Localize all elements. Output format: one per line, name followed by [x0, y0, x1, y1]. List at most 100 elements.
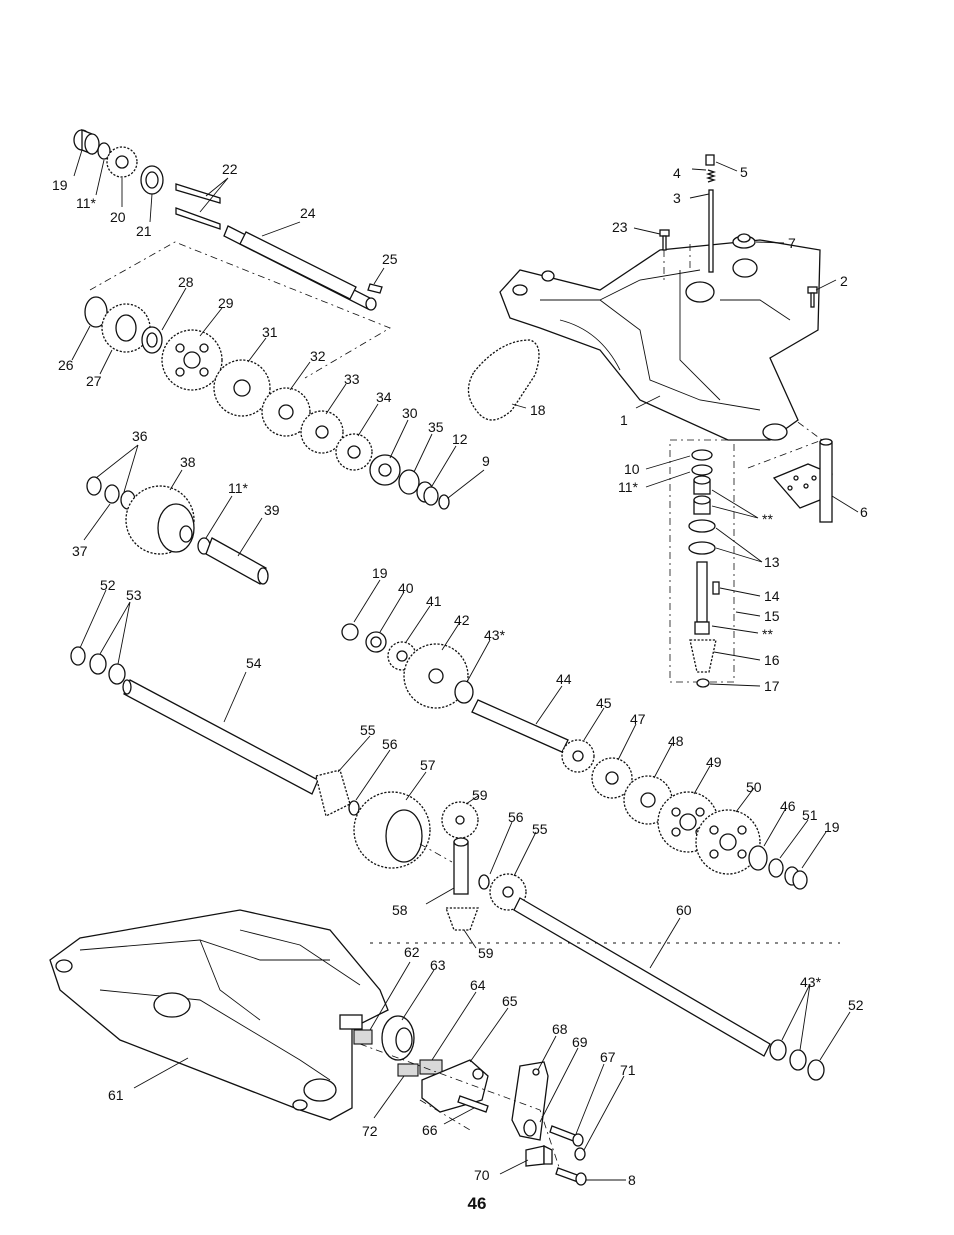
callout-33: 33	[344, 371, 360, 387]
part-38-cluster-gear	[126, 486, 194, 554]
callout-72: 72	[362, 1123, 378, 1139]
callout-37: 37	[72, 543, 88, 559]
callout-21: 21	[136, 223, 152, 239]
callout-20: 20	[110, 209, 126, 225]
part-4-spring	[708, 170, 714, 182]
callout-14: 14	[764, 588, 780, 604]
axle-54-assembly	[71, 647, 430, 868]
callout-star-b: **	[762, 626, 773, 642]
part-36-washer-a	[87, 477, 101, 495]
callout-19-mid: 19	[372, 565, 388, 581]
callout-star-a: **	[762, 511, 773, 527]
part-37-washer	[105, 485, 119, 503]
part-23-bolt	[660, 230, 669, 250]
part-9-ring	[439, 495, 449, 509]
part-53-washer-b	[109, 664, 125, 684]
callout-44: 44	[556, 671, 572, 687]
callout-47: 47	[630, 711, 646, 727]
part-19-bushing-top	[74, 130, 99, 154]
callout-56-left: 56	[382, 736, 398, 752]
callout-15: 15	[764, 608, 780, 624]
callout-54: 54	[246, 655, 262, 671]
part-58-pin	[454, 838, 468, 894]
callout-58: 58	[392, 902, 408, 918]
callout-35: 35	[428, 419, 444, 435]
callout-62: 62	[404, 944, 420, 960]
part-13-washer-a	[689, 520, 715, 532]
callout-1: 1	[620, 412, 628, 428]
callout-27: 27	[86, 373, 102, 389]
part-44-shaft	[472, 700, 568, 752]
callout-59-top: 59	[472, 787, 488, 803]
part-55-bevel-gear-left	[316, 770, 350, 816]
callout-36: 36	[132, 428, 148, 444]
part-10-ring	[692, 450, 712, 460]
callout-11-top: 11*	[76, 195, 97, 211]
part-1-case-top	[500, 240, 820, 440]
part-39-shaft	[206, 538, 268, 584]
part-70-bracket	[526, 1146, 552, 1166]
part-53-washer-a	[90, 654, 106, 674]
callout-60: 60	[676, 902, 692, 918]
part-45-gear	[562, 740, 594, 772]
part-43-washer-right-b	[790, 1050, 806, 1070]
callout-10: 10	[624, 461, 640, 477]
callout-2: 2	[840, 273, 848, 289]
part-shift-bearing-low	[695, 622, 709, 634]
part-59-pinion-bottom	[446, 908, 478, 930]
callout-67: 67	[600, 1049, 616, 1065]
callout-12: 12	[452, 431, 468, 447]
part-24-shaft	[224, 226, 376, 310]
axle-60-assembly	[514, 898, 824, 1080]
callout-65: 65	[502, 993, 518, 1009]
callout-40: 40	[398, 580, 414, 596]
part-56-ring-right	[479, 875, 489, 889]
part-13-washer-b	[689, 542, 715, 554]
part-31-gear	[214, 360, 270, 416]
callout-31: 31	[262, 324, 278, 340]
callout-23: 23	[612, 219, 628, 235]
callout-26: 26	[58, 357, 74, 373]
callout-24: 24	[300, 205, 316, 221]
part-17-ring	[697, 679, 709, 687]
part-7-plug	[733, 234, 755, 248]
part-19-bushing-right	[785, 867, 807, 889]
part-19-bushing-mid	[342, 624, 358, 640]
callout-38: 38	[180, 454, 196, 470]
part-22-keys	[176, 184, 220, 229]
part-bearing-shift-a	[694, 476, 710, 494]
callout-42: 42	[454, 612, 470, 628]
callout-46: 46	[780, 798, 796, 814]
callout-6: 6	[860, 504, 868, 520]
part-43-washer-right-a	[770, 1040, 786, 1060]
callout-61: 61	[108, 1087, 124, 1103]
callout-52-left: 52	[100, 577, 116, 593]
part-28-bushing	[142, 327, 162, 353]
part-56-ring-left	[349, 801, 359, 815]
part-69-washer	[524, 1120, 536, 1136]
callout-17: 17	[764, 678, 780, 694]
part-72-pad	[398, 1064, 418, 1076]
callout-32: 32	[310, 348, 326, 364]
callout-70: 70	[474, 1167, 490, 1183]
callout-9: 9	[482, 453, 490, 469]
part-62-pad	[354, 1030, 372, 1044]
part-16-bevel-gear	[690, 640, 716, 672]
callout-57: 57	[420, 757, 436, 773]
callout-34: 34	[376, 389, 392, 405]
callout-68: 68	[552, 1021, 568, 1037]
part-43-washer-mid	[455, 681, 473, 703]
callout-56-right: 56	[508, 809, 524, 825]
callout-16: 16	[764, 652, 780, 668]
callout-39: 39	[264, 502, 280, 518]
page-number: 46	[0, 1194, 954, 1214]
callout-63: 63	[430, 957, 446, 973]
callout-55-right: 55	[532, 821, 548, 837]
callout-53: 53	[126, 587, 142, 603]
part-64-pad	[420, 1060, 442, 1074]
part-21-collar	[141, 166, 163, 194]
callout-11-shift: 11*	[618, 479, 639, 495]
part-12-bushing	[417, 482, 438, 505]
callout-22: 22	[222, 161, 238, 177]
